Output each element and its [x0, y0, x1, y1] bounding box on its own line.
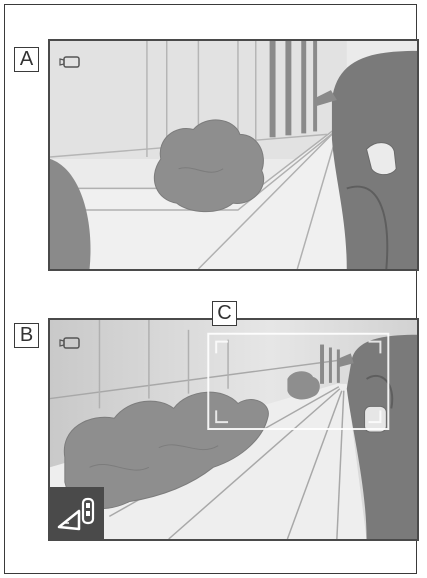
callout-label-c: C [212, 301, 237, 326]
camera-view-normal [48, 39, 419, 271]
callout-label-b: B [14, 323, 39, 348]
side-mirror-view-icon [49, 487, 104, 540]
camera-scene-a [50, 41, 417, 269]
mirror-view-toggle-button[interactable] [49, 487, 104, 540]
callout-label-a: A [14, 47, 39, 72]
camera-icon [59, 55, 81, 69]
camera-icon [59, 336, 81, 350]
camera-scene-b [50, 320, 417, 539]
